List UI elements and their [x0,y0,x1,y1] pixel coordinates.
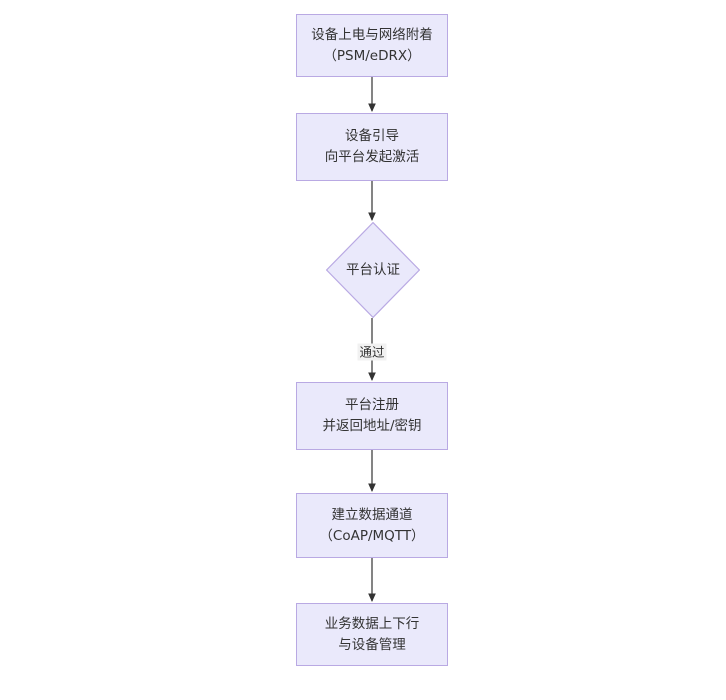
node-label-line: 业务数据上下行 [324,615,420,632]
node-device-power-on[interactable]: 设备上电与网络附着 （PSM/eDRX） [296,14,448,77]
node-business-data-and-device-management[interactable]: 业务数据上下行 与设备管理 [296,603,448,666]
node-label-line: （PSM/eDRX） [323,47,421,64]
node-device-bootstrap[interactable]: 设备引导 向平台发起激活 [296,113,448,181]
diamond-shape-icon [326,222,420,318]
node-label-line: 平台注册 [345,397,399,414]
node-platform-registration[interactable]: 平台注册 并返回地址/密钥 [296,382,448,450]
node-label-line: 并返回地址/密钥 [322,418,422,434]
edge-label-pass: 通过 [357,343,387,361]
node-label-line: （CoAP/MQTT） [319,527,425,544]
node-label-line: 建立数据通道 [331,506,413,523]
node-label-line: 设备上电与网络附着 [311,26,433,43]
node-platform-authentication[interactable]: 平台认证 [326,222,420,318]
node-label-line: 平台认证 [346,261,400,278]
node-label-line: 设备引导 [345,128,399,145]
node-label-line: 向平台发起激活 [324,149,420,165]
node-label-line: 与设备管理 [338,636,406,653]
node-establish-data-channel[interactable]: 建立数据通道 （CoAP/MQTT） [296,493,448,558]
